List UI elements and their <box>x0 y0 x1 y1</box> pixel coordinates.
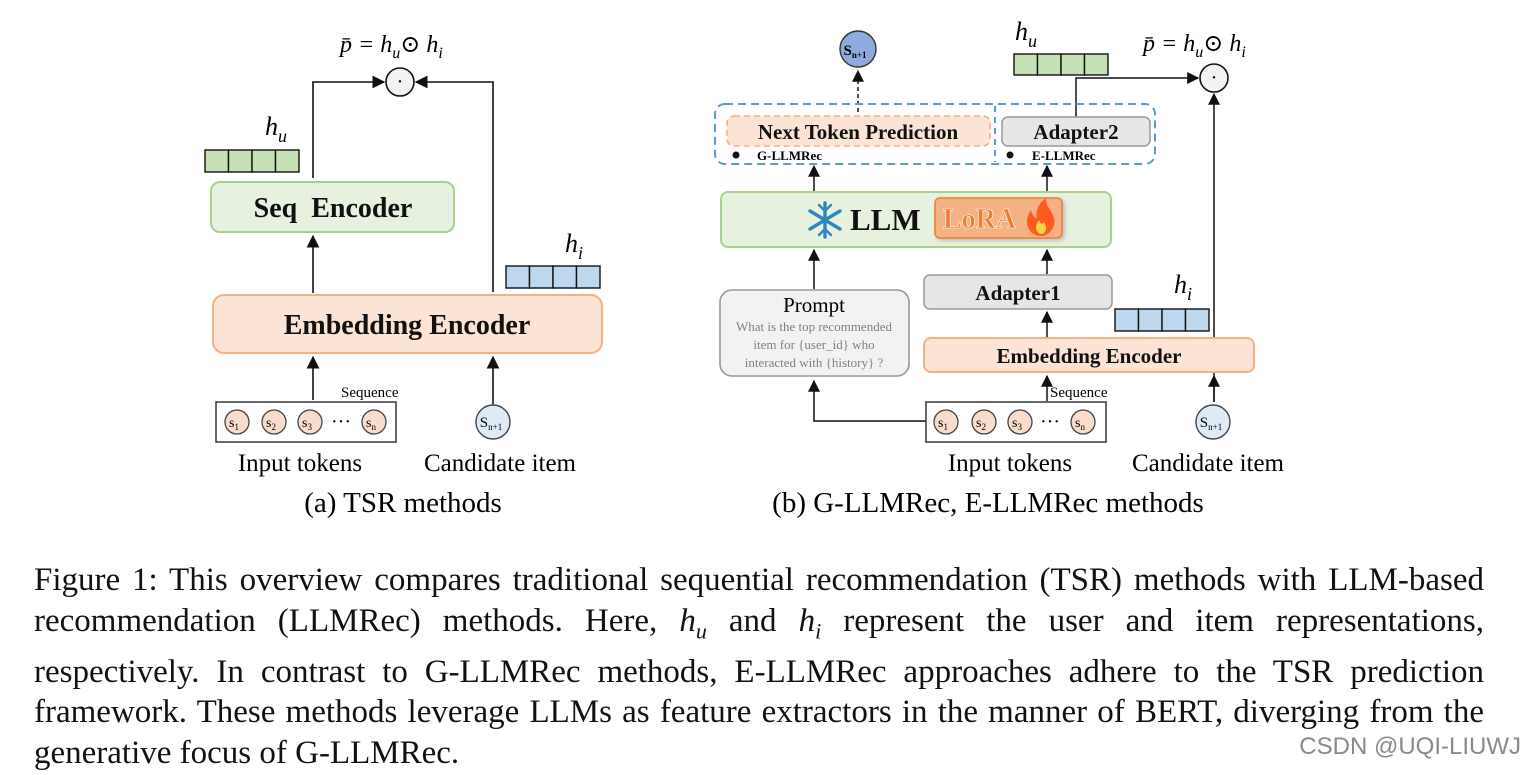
candidate-item-label-a: Candidate item <box>424 450 577 477</box>
input-tokens-label-b: Input tokens <box>948 450 1072 477</box>
svg-text:s3: s3 <box>302 416 312 432</box>
arrow-adapter2-to-dot <box>1075 72 1200 117</box>
hi-label-a: hi <box>565 229 583 263</box>
adapter1-label: Adapter1 <box>975 281 1060 305</box>
embedding-encoder-box-b <box>923 337 1255 373</box>
panel-b: Sn+1 hu p̄ = hu⊙ hi · Next Token Predict… <box>714 17 1285 519</box>
seq-encoder-box <box>210 181 455 233</box>
caption-part-2: represent the user and item representati… <box>34 602 1485 771</box>
svg-text:s1: s1 <box>938 416 948 432</box>
panel-b-caption: (b) G-LLMRec, E-LLMRec methods <box>772 487 1204 519</box>
output-item-node-b: Sn+1 <box>839 30 877 68</box>
adapter2-label: Adapter2 <box>1033 120 1118 144</box>
caption-and: and <box>706 602 799 639</box>
token-s1-b: s1 <box>933 409 959 435</box>
candidate-item-node-a: Sn+1 <box>475 404 511 440</box>
sequence-label-a: Sequence <box>341 385 399 401</box>
svg-text:Sn+1: Sn+1 <box>844 43 867 60</box>
candidate-item-node-b: Sn+1 <box>1195 404 1231 440</box>
next-token-prediction-box <box>726 115 991 147</box>
caption-hi: hi <box>798 602 822 644</box>
svg-text:Sn+1: Sn+1 <box>1200 415 1222 432</box>
diagram-canvas: p̄ = hu⊙ hi · hu Seq Encoder hi <box>204 17 1285 519</box>
watermark: CSDN @UQI-LIUWJ <box>1299 733 1521 760</box>
caption-part-1: Figure 1: This overview compares traditi… <box>34 562 1484 639</box>
token-s2-b: s2 <box>971 409 997 435</box>
sequence-label-b: Sequence <box>1050 385 1108 401</box>
candidate-item-label-b: Candidate item <box>1132 450 1285 477</box>
next-token-prediction-label: Next Token Prediction <box>758 120 959 144</box>
dot-symbol-b: · <box>1211 67 1218 89</box>
svg-text:s2: s2 <box>266 416 276 432</box>
token-s2-a: s2 <box>261 409 287 435</box>
token-s1-a: s1 <box>224 409 250 435</box>
embedding-encoder-label-a: Embedding Encoder <box>284 310 531 341</box>
svg-text:s2: s2 <box>976 416 986 432</box>
hu-vector-b <box>1013 53 1109 76</box>
embedding-encoder-box-a <box>212 294 603 354</box>
ellipsis-a: ··· <box>331 411 351 433</box>
embedding-encoder-label-b: Embedding Encoder <box>997 344 1182 368</box>
g-llmrec-bullet <box>732 151 740 159</box>
prompt-box <box>719 289 910 377</box>
seq-encoder-label: Seq Encoder <box>254 193 413 224</box>
hu-label-b: hu <box>1015 17 1037 51</box>
e-llmrec-tag: E-LLMRec <box>1032 148 1096 163</box>
ellipsis-b: ··· <box>1040 411 1060 433</box>
prompt-title: Prompt <box>783 293 845 317</box>
flame-icon <box>1026 198 1055 236</box>
dot-symbol-a: · <box>397 71 404 93</box>
arrow-hu-to-dot-a <box>312 75 386 178</box>
prompt-line-3: interacted with {history} ? <box>745 355 884 370</box>
prompt-line-1: What is the top recommended <box>736 319 892 334</box>
formula-b: p̄ = hu⊙ hi <box>1141 31 1246 61</box>
svg-text:sn: sn <box>1075 416 1085 432</box>
g-llmrec-tag: G-LLMRec <box>757 148 822 163</box>
hi-vector-a <box>505 265 601 289</box>
hu-vector-a <box>204 149 300 173</box>
snowflake-icon <box>808 201 842 239</box>
svg-text:s1: s1 <box>229 416 239 432</box>
svg-text:Sn+1: Sn+1 <box>480 415 502 432</box>
hi-label-b: hi <box>1174 270 1192 304</box>
svg-text:sn: sn <box>366 416 376 432</box>
token-sn-b: sn <box>1070 409 1096 435</box>
adapter2-box <box>1001 116 1151 147</box>
lora-label: LoRA <box>943 204 1017 235</box>
prompt-line-2: item for {user_id} who <box>753 337 874 352</box>
svg-text:s3: s3 <box>1012 416 1022 432</box>
arrow-hi-to-dot-a <box>414 75 494 292</box>
dot-product-node-a <box>385 67 415 97</box>
llm-label: LLM <box>850 202 921 237</box>
dot-product-node-b <box>1199 63 1229 93</box>
hi-vector-b <box>1114 308 1210 332</box>
token-s3-a: s3 <box>297 409 323 435</box>
formula-a: p̄ = hu⊙ hi <box>338 32 443 62</box>
token-sn-a: sn <box>361 409 387 435</box>
output-head-container <box>714 103 1156 165</box>
panel-a: p̄ = hu⊙ hi · hu Seq Encoder hi <box>204 32 603 519</box>
input-tokens-label-a: Input tokens <box>238 450 362 477</box>
figure-caption: Figure 1: This overview compares traditi… <box>34 560 1484 773</box>
hu-label-a: hu <box>265 112 287 146</box>
arrow-tokens-to-prompt <box>808 379 926 422</box>
caption-hu: hu <box>679 602 707 644</box>
e-llmrec-bullet <box>1006 151 1014 159</box>
token-s3-b: s3 <box>1007 409 1033 435</box>
adapter1-box <box>923 274 1113 310</box>
panel-a-caption: (a) TSR methods <box>304 487 502 519</box>
